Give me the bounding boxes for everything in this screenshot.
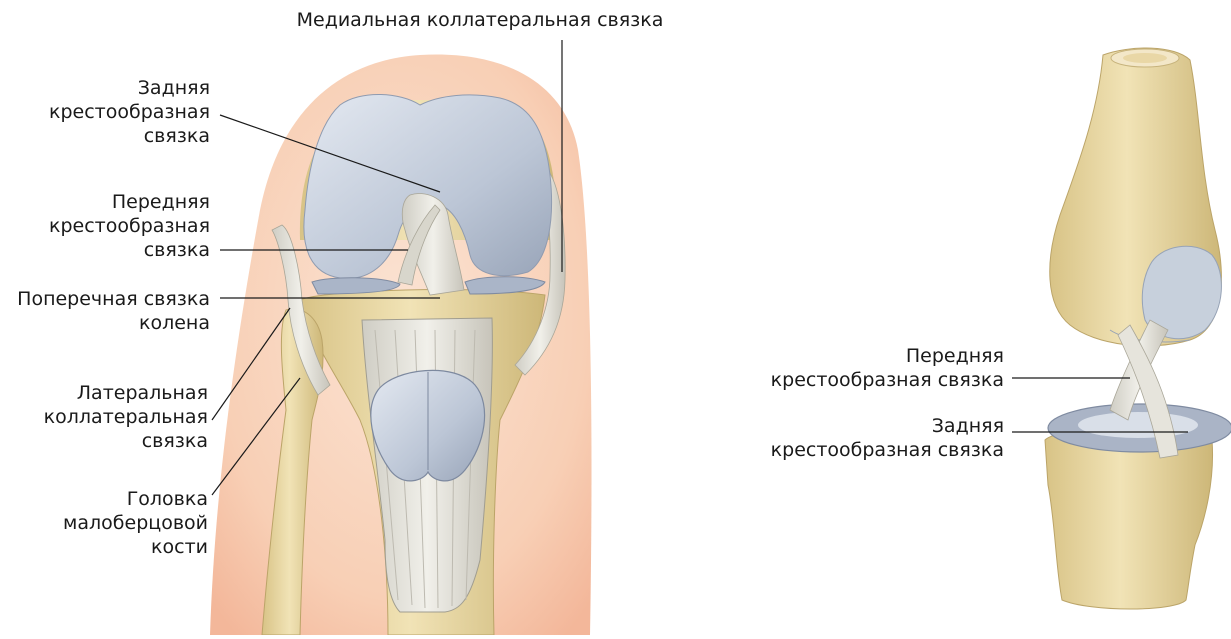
label-medial-collateral-ligament: Медиальная коллатеральная связка xyxy=(290,8,670,32)
label-side-anterior-cruciate: Передняя крестообразная связка xyxy=(740,344,1004,392)
tibia-side xyxy=(1045,427,1213,609)
label-fibula-head: Головка малоберцовой кости xyxy=(10,487,208,559)
label-posterior-cruciate-ligament: Задняя крестообразная связка xyxy=(10,76,210,148)
label-transverse-ligament: Поперечная связка колена xyxy=(0,287,210,335)
side-knee-view xyxy=(1045,48,1231,609)
label-lateral-collateral-ligament: Латеральная коллатеральная связка xyxy=(10,381,208,453)
label-anterior-cruciate-ligament: Передняя крестообразная связка xyxy=(10,190,210,262)
front-knee-view xyxy=(210,54,592,635)
label-side-posterior-cruciate: Задняя крестообразная связка xyxy=(740,414,1004,462)
